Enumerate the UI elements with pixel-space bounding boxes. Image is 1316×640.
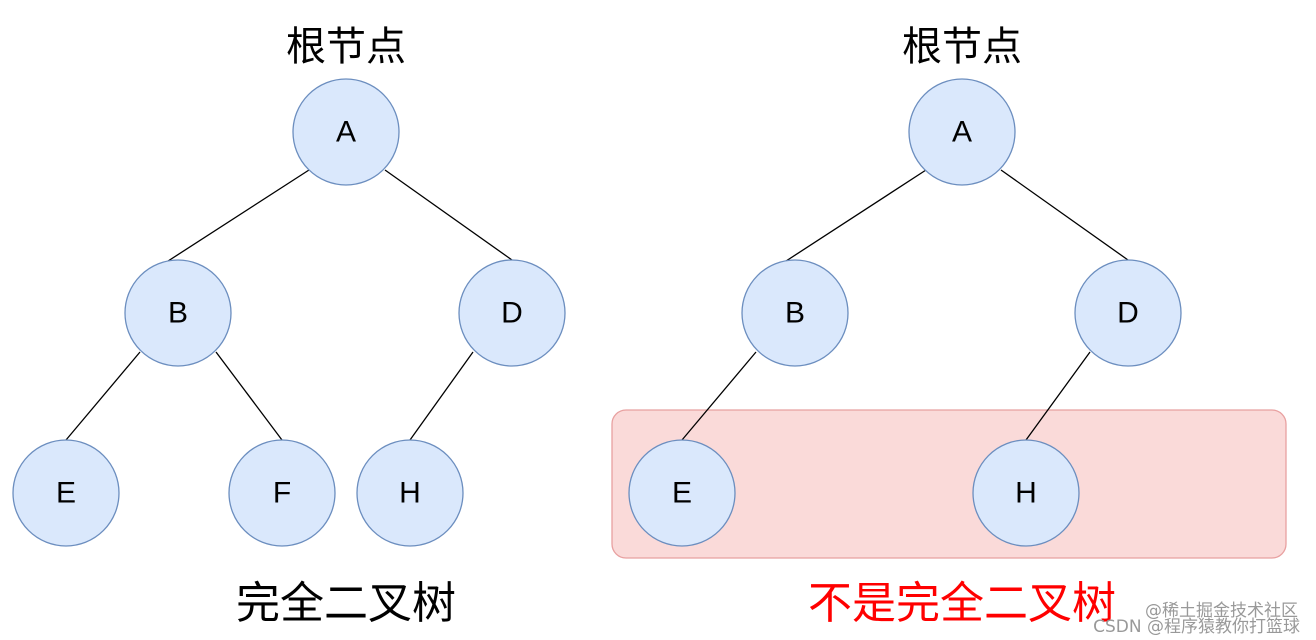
node-a-label: A bbox=[952, 116, 972, 149]
node-d: D bbox=[458, 259, 566, 367]
edge-d-h bbox=[1025, 351, 1091, 441]
node-h: H bbox=[356, 439, 464, 547]
node-b-label: B bbox=[785, 297, 805, 330]
node-f-label: F bbox=[273, 477, 291, 510]
edge-a-d bbox=[384, 169, 513, 261]
edge-a-b bbox=[782, 169, 927, 264]
node-e-label: E bbox=[672, 477, 692, 510]
left-tree: 根节点 A B D E F H 完全二叉树 bbox=[12, 24, 566, 629]
node-f-circle bbox=[228, 439, 336, 547]
node-e-circle bbox=[12, 439, 120, 547]
right-root-title: 根节点 bbox=[902, 24, 1022, 70]
node-d-label: D bbox=[1117, 297, 1139, 330]
node-a-label: A bbox=[336, 116, 356, 149]
node-b-circle bbox=[124, 259, 232, 367]
edge-b-e bbox=[681, 351, 757, 441]
node-e: E bbox=[628, 439, 736, 547]
edge-a-b bbox=[164, 169, 310, 264]
node-b: B bbox=[741, 259, 849, 367]
node-a-circle bbox=[908, 78, 1016, 186]
node-e-label: E bbox=[56, 477, 76, 510]
edge-a-d bbox=[1000, 169, 1129, 261]
node-e-circle bbox=[628, 439, 736, 547]
node-h-circle bbox=[356, 439, 464, 547]
right-tree: 根节点 A B D E H 不是完全二叉树 bbox=[628, 24, 1182, 629]
node-h-circle bbox=[972, 439, 1080, 547]
node-b-circle bbox=[741, 259, 849, 367]
left-root-title: 根节点 bbox=[286, 24, 406, 70]
node-a-circle bbox=[292, 78, 400, 186]
node-h-label: H bbox=[1015, 477, 1037, 510]
edge-b-e bbox=[65, 351, 141, 441]
node-b-label: B bbox=[168, 297, 188, 330]
watermark-line-1: @稀土掘金技术社区 bbox=[1145, 601, 1298, 621]
node-e: E bbox=[12, 439, 120, 547]
node-f: F bbox=[228, 439, 336, 547]
node-h: H bbox=[972, 439, 1080, 547]
left-caption: 完全二叉树 bbox=[236, 578, 456, 629]
node-d: D bbox=[1074, 259, 1182, 367]
node-b: B bbox=[124, 259, 232, 367]
node-h-label: H bbox=[399, 477, 421, 510]
node-d-circle bbox=[458, 259, 566, 367]
node-d-label: D bbox=[501, 297, 523, 330]
node-a: A bbox=[908, 78, 1016, 186]
right-caption: 不是完全二叉树 bbox=[808, 578, 1116, 629]
edge-d-h bbox=[409, 351, 474, 441]
node-d-circle bbox=[1074, 259, 1182, 367]
edge-b-f bbox=[215, 351, 283, 441]
watermark-line-2: CSDN @程序猿教你打篮球 bbox=[1093, 617, 1300, 637]
highlight-box bbox=[611, 409, 1287, 559]
node-a: A bbox=[292, 78, 400, 186]
